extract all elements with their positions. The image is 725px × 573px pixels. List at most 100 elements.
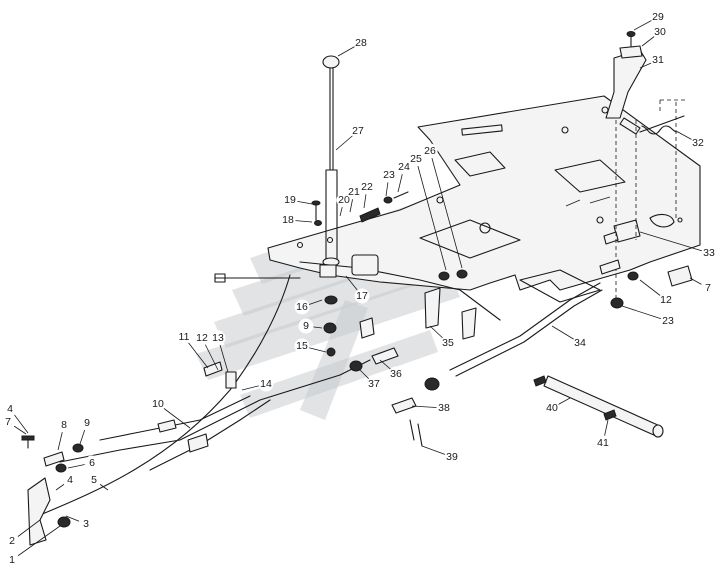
callout-bubble [440,335,456,351]
callout-7: 7 [689,277,716,296]
callout-number: 4 [7,403,13,415]
callout-number: 33 [703,247,715,259]
callout-number: 25 [410,153,422,165]
callout-22: 22 [359,179,375,209]
callout-35: 35 [429,325,456,351]
callout-number: 39 [446,451,458,463]
callout-28: 28 [337,35,369,57]
callout-bubble [444,449,460,465]
callout-36: 36 [379,359,404,382]
callout-number: 3 [83,518,89,530]
callout-26: 26 [422,143,463,269]
callout-bubble [150,396,166,412]
callout-leader [621,305,669,322]
callout-number: 23 [383,169,395,181]
callout-leader [11,525,61,561]
callout-number: 20 [338,194,350,206]
callout-number: 9 [303,320,309,332]
callout-number: 16 [296,301,308,313]
callout-21: 21 [346,184,362,213]
callout-number: 27 [352,125,364,137]
callout-bubble [408,151,424,167]
callout-number: 6 [89,457,95,469]
callout-bubble [700,280,716,296]
callout-32: 32 [677,131,706,151]
callout-4: 4 [55,472,78,491]
callout-23: 23 [381,167,397,197]
callout-25: 25 [408,151,447,271]
floor-plate [267,95,701,303]
callout-bubble [280,212,296,228]
callout-bubble [690,135,706,151]
callout-bubble [381,167,397,183]
callout-2: 2 [4,519,41,549]
callout-14: 14 [241,376,274,392]
callout-bubble [572,335,588,351]
callout-bubble [62,472,78,488]
callout-11: 11 [176,329,209,369]
callout-bubble [56,417,72,433]
callout-bubble [396,159,412,175]
callout-number: 7 [5,416,11,428]
callout-bubble [176,329,192,345]
callout-bubble [350,123,366,139]
callout-23: 23 [621,305,676,329]
gear-lever-assembly [311,55,409,267]
linkage-hardware [349,219,641,447]
callout-bubble [650,9,666,25]
callout-number: 34 [574,337,586,349]
callout-leader [429,150,463,269]
callout-bubble [660,313,676,329]
callout-bubble [701,245,717,261]
callout-bubble [78,516,94,532]
cable-assembly [39,254,501,516]
callout-1: 1 [4,525,61,568]
callout-6: 6 [67,455,100,471]
callout-12: 12 [639,279,674,308]
callout-bubble [366,376,382,392]
callout-bubble [650,52,666,68]
callout-number: 1 [9,554,15,566]
callout-number: 17 [356,290,368,302]
callout-9: 9 [298,318,323,334]
callout-number: 40 [546,402,558,414]
callout-34: 34 [551,325,588,351]
callout-29: 29 [633,9,666,31]
callout-bubble [2,401,18,417]
callout-number: 10 [152,398,164,410]
callout-leader [639,231,710,254]
callout-7: 7 [0,414,27,435]
callout-bubble [0,414,16,430]
callout-number: 13 [212,332,224,344]
callout-27: 27 [335,123,366,151]
callout-31: 31 [639,52,666,69]
callout-20: 20 [336,192,352,217]
callout-bubble [79,415,95,431]
callout-10: 10 [150,396,191,429]
callout-number: 28 [355,37,367,49]
callout-3: 3 [65,515,94,532]
callout-number: 30 [654,26,666,38]
callout-number: 23 [662,315,674,327]
brake-rods [449,259,693,438]
callout-bubble [294,299,310,315]
callout-33: 33 [639,231,717,261]
callout-number: 12 [196,332,208,344]
callout-leader [415,158,447,271]
callout-bubble [353,35,369,51]
clutch-pedal [605,31,688,300]
callout-bubble [336,192,352,208]
callout-number: 37 [368,378,380,390]
callout-number: 38 [438,402,450,414]
callout-18: 18 [280,212,313,228]
callout-number: 7 [705,282,711,294]
callout-5: 5 [86,472,109,491]
callout-number: 41 [597,437,609,449]
callout-number: 31 [652,54,664,66]
callout-bubble [194,330,210,346]
callout-bubble [346,184,362,200]
callout-bubble [388,366,404,382]
callout-number: 26 [424,145,436,157]
